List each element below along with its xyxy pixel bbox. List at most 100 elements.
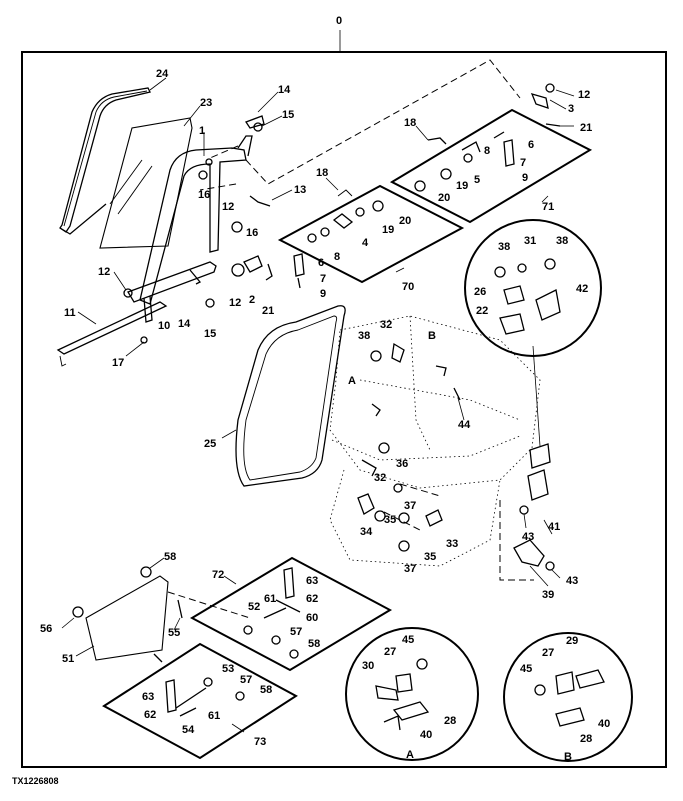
callout-44: 44	[458, 419, 471, 431]
callout-13: 13	[294, 184, 306, 196]
callout-0: 0	[336, 15, 342, 27]
callout-8-box70: 8	[334, 251, 340, 263]
callout-58-box72: 58	[308, 638, 320, 650]
callout-15-bottom: 15	[204, 328, 216, 340]
callout-16-upper: 16	[198, 189, 210, 201]
kit-72-parts	[243, 567, 301, 659]
kit-box-72	[189, 556, 393, 672]
callout-4: 4	[362, 237, 369, 249]
callout-38-detail-right: 38	[556, 235, 568, 247]
callout-73: 73	[254, 736, 266, 748]
callout-58-top: 58	[164, 551, 176, 563]
callout-35-upper: 35	[384, 514, 396, 526]
callout-39: 39	[542, 589, 554, 601]
callout-41: 41	[548, 521, 560, 533]
small-hardware-top-left	[123, 115, 273, 344]
callout-20-box71: 20	[438, 192, 450, 204]
callout-19-box71: 19	[456, 180, 468, 192]
callout-12-frame: 12	[222, 201, 234, 213]
callout-18-box71: 18	[404, 117, 416, 129]
figure-id: TX1226808	[12, 776, 59, 786]
callout-63-box72: 63	[306, 575, 318, 587]
callout-43-lower: 43	[566, 575, 578, 587]
cab-outline-dotted	[329, 315, 541, 567]
callout-17: 17	[112, 357, 124, 369]
callout-35-lower: 35	[424, 551, 436, 563]
assembly-dash-line-top	[209, 59, 521, 185]
callout-26-detail: 26	[474, 286, 486, 298]
right-latch-parts	[513, 443, 555, 571]
door-frame-1	[139, 135, 253, 305]
callout-45-a: 45	[402, 634, 414, 646]
callout-23: 23	[200, 97, 212, 109]
callout-8-box71: 8	[484, 145, 490, 157]
label-b-detail: B	[564, 751, 572, 763]
callout-71: 71	[542, 201, 554, 213]
callout-33: 33	[446, 538, 458, 550]
callout-62-box73: 62	[144, 709, 156, 721]
lower-rail-11	[56, 301, 168, 367]
callout-40-a: 40	[420, 729, 432, 741]
kit-box-71	[389, 108, 593, 224]
callout-63-box73: 63	[142, 691, 154, 703]
callout-40-b: 40	[598, 718, 610, 730]
callout-27-b: 27	[542, 647, 554, 659]
cab-hinge-parts	[357, 342, 461, 552]
lower-frame-10	[127, 261, 217, 323]
callout-72: 72	[212, 569, 224, 581]
callout-labels: 24 23 1 16 12 16 14 15 13 18 12 11 10 14…	[40, 68, 610, 763]
kit-73-parts	[165, 677, 245, 717]
callout-19-box70: 19	[382, 224, 394, 236]
callout-36: 36	[396, 458, 408, 470]
door-window-seal-24	[59, 87, 151, 235]
callout-12-bottom: 12	[229, 297, 241, 309]
callout-9-box70: 9	[320, 288, 326, 300]
callout-58-box73: 58	[260, 684, 272, 696]
door-glass-23	[99, 117, 193, 249]
callout-24: 24	[156, 68, 169, 80]
callout-25: 25	[204, 438, 216, 450]
callout-10: 10	[158, 320, 170, 332]
callout-15-top: 15	[282, 109, 294, 121]
callout-32-upper: 32	[380, 319, 392, 331]
detail-circle-a	[345, 627, 479, 761]
callout-6-box71: 6	[528, 139, 534, 151]
callout-51: 51	[62, 653, 74, 665]
callout-29: 29	[566, 635, 578, 647]
callout-9-box71: 9	[522, 172, 528, 184]
callout-45-b: 45	[520, 663, 532, 675]
kit-71-parts	[414, 131, 515, 192]
callout-62-box72: 62	[306, 593, 318, 605]
callout-21-top-right: 21	[580, 122, 592, 134]
sliding-window-51	[72, 566, 183, 663]
callout-60: 60	[306, 612, 318, 624]
callout-20: 20	[399, 215, 411, 227]
callout-1: 1	[199, 125, 205, 137]
callout-38-detail-left: 38	[498, 241, 510, 253]
callout-42: 42	[576, 283, 588, 295]
kit-box-70	[277, 184, 465, 284]
diagram-border	[21, 51, 667, 768]
callout-37-upper: 37	[404, 500, 416, 512]
label-a-detail: A	[406, 749, 414, 761]
callout-57-box73: 57	[240, 674, 252, 686]
callout-32-lower: 32	[374, 472, 386, 484]
label-a-cab: A	[348, 375, 356, 387]
callout-61-box72: 61	[264, 593, 276, 605]
callout-61-box73: 61	[208, 710, 220, 722]
callout-11: 11	[64, 307, 76, 319]
callout-28-b: 28	[580, 733, 592, 745]
assembly-dash-line-13	[199, 183, 237, 191]
callout-18-box70: 18	[316, 167, 328, 179]
callout-43-upper: 43	[522, 531, 534, 543]
detail-circle-b	[503, 632, 633, 762]
callout-3: 3	[568, 103, 574, 115]
callout-57-box72: 57	[290, 626, 302, 638]
detail-circle-latch	[464, 219, 602, 357]
callout-7-box71: 7	[520, 157, 526, 169]
callout-38-cab: 38	[358, 330, 370, 342]
callout-16-lower: 16	[246, 227, 258, 239]
callout-12-top-right: 12	[578, 89, 590, 101]
callout-30: 30	[362, 660, 374, 672]
